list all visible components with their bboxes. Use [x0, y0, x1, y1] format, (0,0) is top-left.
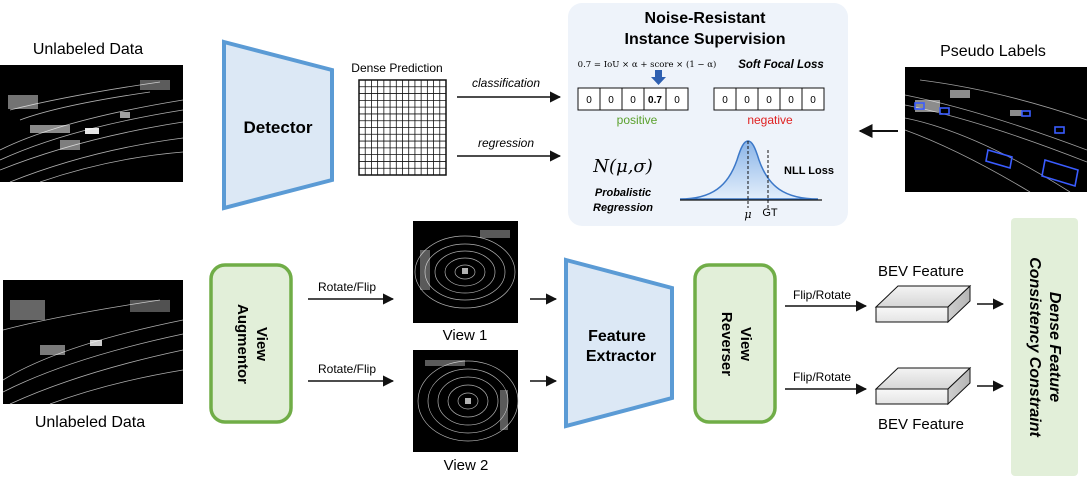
flip-rotate-label-2: Flip/Rotate [793, 370, 851, 384]
detector-block [222, 39, 334, 211]
pseudo-labels-image [904, 67, 1087, 193]
prob-regression-line1: Probalistic [595, 187, 651, 199]
view-augmentor-line1: View [253, 327, 270, 361]
view-reverser-block [693, 263, 777, 424]
iou-formula: 0.7 = IoU × α + score × (1 − α) [578, 59, 717, 70]
positive-cell-value: 0 [630, 95, 636, 106]
consistency-line1: Dense Feature [1046, 292, 1063, 402]
flip-rotate-label-1: Flip/Rotate [793, 288, 851, 302]
down-arrow-icon [651, 70, 666, 85]
supervision-panel [568, 3, 848, 226]
consistency-line2: Consistency Constraint [1026, 257, 1043, 437]
view2-label: View 2 [444, 457, 489, 474]
positive-cell [665, 87, 689, 111]
positive-cells: 0 0 0 0.7 0 [577, 87, 689, 111]
consistency-constraint-block [1011, 218, 1078, 476]
positive-cell-value: 0.7 [648, 95, 662, 106]
gaussian-formula: N(μ,σ) [592, 156, 653, 177]
positive-cell-value: 0 [674, 95, 680, 106]
top-lidar-image [0, 65, 184, 183]
view-augmentor-block [209, 263, 293, 424]
view2-image [413, 350, 519, 452]
top-unlabeled-label: Unlabeled Data [33, 41, 143, 58]
negative-cell-value: 0 [788, 95, 794, 106]
positive-cell-value: 0 [608, 95, 614, 106]
rotate-flip-label-1: Rotate/Flip [318, 280, 376, 294]
feature-extractor-block [564, 257, 674, 429]
rotate-flip-label-2: Rotate/Flip [318, 362, 376, 376]
bev-feature-label-1: BEV Feature [878, 263, 964, 280]
negative-cell-value: 0 [810, 95, 816, 106]
bev-feature-box-1 [874, 284, 972, 324]
mu-label: μ [744, 208, 751, 221]
gt-label: GT [762, 207, 778, 219]
gaussian-curve [679, 140, 822, 208]
detector-label: Detector [244, 118, 313, 137]
view-reverser-line2: Reverser [718, 312, 735, 376]
feature-extractor-line2: Extractor [586, 348, 656, 365]
regression-label: regression [478, 136, 534, 150]
supervision-title-line1: Noise-Resistant [645, 10, 767, 27]
prob-regression-line2: Regression [593, 202, 653, 214]
supervision-title-line2: Instance Supervision [625, 31, 786, 48]
negative-cells: 0 0 0 0 0 [713, 87, 825, 111]
nll-loss-label: NLL Loss [784, 165, 834, 177]
negative-cell-value: 0 [766, 95, 772, 106]
negative-label: negative [747, 113, 793, 127]
positive-label: positive [617, 113, 658, 127]
view-reverser-line1: View [737, 327, 754, 361]
pseudo-labels-title: Pseudo Labels [940, 43, 1046, 60]
dense-prediction-grid [358, 79, 447, 176]
positive-cell-value: 0 [586, 95, 592, 106]
bottom-lidar-image [2, 280, 184, 405]
view1-label: View 1 [443, 327, 488, 344]
bev-feature-label-2: BEV Feature [878, 416, 964, 433]
classification-label: classification [472, 76, 540, 90]
bev-feature-box-2 [874, 366, 972, 406]
view1-image [413, 221, 518, 323]
negative-cell-value: 0 [722, 95, 728, 106]
dense-prediction-label: Dense Prediction [351, 61, 442, 75]
view-augmentor-line2: Augmentor [234, 304, 251, 384]
bottom-unlabeled-label: Unlabeled Data [35, 414, 145, 431]
negative-cell [801, 87, 825, 111]
feature-extractor-line1: Feature [588, 328, 646, 345]
negative-cell-value: 0 [744, 95, 750, 106]
soft-focal-loss-label: Soft Focal Loss [738, 59, 824, 71]
